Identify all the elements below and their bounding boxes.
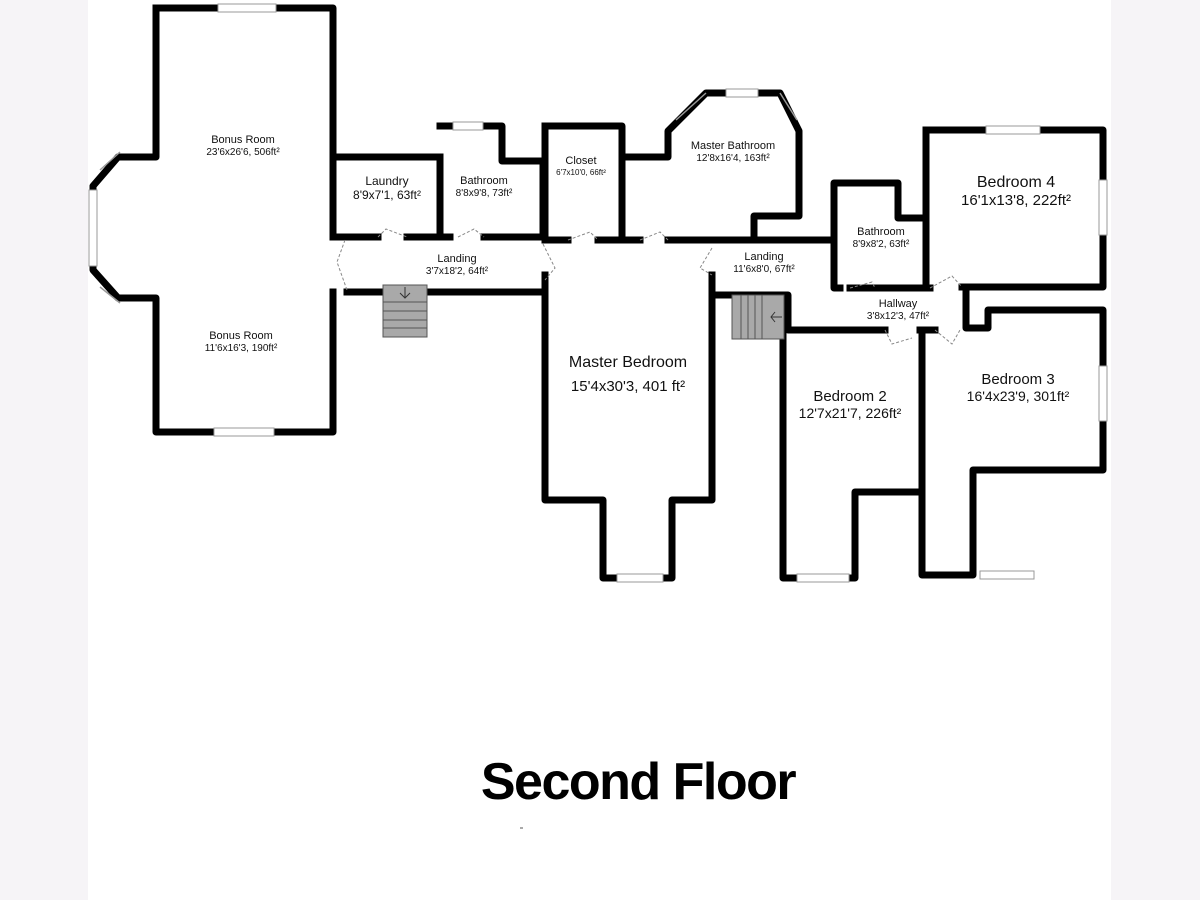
wall-hallway <box>918 283 1107 579</box>
door <box>884 329 913 345</box>
wall-closet <box>541 122 626 244</box>
room-dims: 12'7x21'7, 226ft² <box>798 405 902 422</box>
room-label-master-bedroom: Master Bedroom 15'4x30'3, 401 ft² <box>569 354 687 396</box>
wall-bedroom-2 <box>779 326 926 582</box>
door <box>336 239 348 291</box>
room-label-bathroom-2: Bathroom 8'9x8'2, 63ft² <box>853 226 910 250</box>
wall-master-bathroom <box>618 89 803 244</box>
window <box>616 573 664 583</box>
room-label-master-bathroom: Master Bathroom 12'8x16'4, 163ft² <box>691 140 775 164</box>
door <box>934 329 961 345</box>
room-dims: 8'9x8'2, 63ft² <box>852 238 910 250</box>
window <box>99 151 121 304</box>
room-name: Bathroom <box>857 226 905 238</box>
room-label-hallway: Hallway 3'8x12'3, 47ft² <box>867 298 929 322</box>
room-name: Master Bathroom <box>690 140 776 152</box>
bay-windows <box>99 92 798 304</box>
room-name: Bathroom <box>460 175 508 187</box>
room-name: Bonus Room <box>211 134 275 146</box>
room-name: Bonus Room <box>209 330 273 342</box>
floor-title: Second Floor <box>480 753 797 811</box>
room-name: Hallway <box>878 298 918 310</box>
scan-mark <box>520 827 523 829</box>
door <box>639 231 669 241</box>
floor-plan-sheet <box>88 0 1111 900</box>
room-name: Landing <box>437 253 477 265</box>
stairs-west <box>382 284 428 338</box>
door <box>542 243 556 281</box>
window <box>979 570 1035 580</box>
arrow-down-icon <box>399 287 411 299</box>
door <box>377 228 408 238</box>
room-name: Laundry <box>365 174 409 188</box>
window <box>217 3 277 13</box>
room-label-bedroom-3: Bedroom 3 16'4x23'9, 301ft² <box>967 371 1070 404</box>
room-dims: 3'8x12'3, 47ft² <box>866 310 930 322</box>
room-label-bedroom-2: Bedroom 2 12'7x21'7, 226ft² <box>799 388 902 421</box>
windows <box>88 3 1108 583</box>
doors <box>336 228 963 345</box>
room-name: Closet <box>565 155 597 167</box>
room-name: Landing <box>744 251 784 263</box>
room-label-landing-1: Landing 3'7x18'2, 64ft² <box>426 253 488 277</box>
wall-landing-1 <box>329 233 549 296</box>
door <box>699 247 713 276</box>
window <box>796 573 850 583</box>
room-name: Bedroom 4 <box>976 174 1056 191</box>
room-label-bathroom-1: Bathroom 8'8x9'8, 73ft² <box>456 175 513 199</box>
room-label-landing-2: Landing 11'6x8'0, 67ft² <box>733 251 794 275</box>
room-dims: 3'7x18'2, 64ft² <box>425 265 489 277</box>
door <box>929 275 963 289</box>
wall-master-bedroom <box>541 271 716 582</box>
room-name: Bedroom 2 <box>813 388 887 405</box>
room-name: Bedroom 3 <box>981 371 1055 388</box>
walls <box>89 4 1107 582</box>
room-label-laundry: Laundry 8'9x7'1, 63ft² <box>353 174 421 203</box>
door <box>457 228 485 238</box>
room-dims: 23'6x26'6, 506ft² <box>206 146 280 158</box>
window <box>213 427 275 437</box>
room-dims: 11'6x8'0, 67ft² <box>733 263 795 275</box>
room-label-bonus-room-lower: Bonus Room 11'6x16'3, 190ft² <box>205 330 278 354</box>
stairs-east <box>731 294 785 340</box>
door <box>567 231 599 241</box>
window <box>1098 179 1108 236</box>
room-dims: 16'1x13'8, 222ft² <box>961 192 1071 210</box>
wall-bonus-room <box>89 4 337 436</box>
room-label-bonus-room-upper: Bonus Room 23'6x26'6, 506ft² <box>206 134 279 158</box>
wall-laundry <box>329 153 444 241</box>
window <box>725 88 759 98</box>
room-label-closet: Closet 6'7x10'0, 66ft² <box>556 155 606 177</box>
window <box>88 189 98 267</box>
room-label-bedroom-4: Bedroom 4 16'1x13'8, 222ft² <box>961 174 1071 210</box>
room-dims: 8'9x7'1, 63ft² <box>353 187 421 202</box>
arrow-left-icon <box>770 311 782 323</box>
window <box>1098 365 1108 422</box>
room-dims: 16'4x23'9, 301ft² <box>966 388 1070 405</box>
window <box>675 92 798 121</box>
window <box>985 125 1041 135</box>
door <box>849 281 876 289</box>
room-name: Master Bedroom <box>568 354 688 371</box>
room-dims: 12'8x16'4, 163ft² <box>696 152 770 164</box>
room-dims: 11'6x16'3, 190ft² <box>204 342 278 354</box>
window <box>452 121 484 131</box>
room-dims: 15'4x30'3, 401 ft² <box>570 378 686 396</box>
room-dims: 8'8x9'8, 73ft² <box>455 187 513 199</box>
room-dims: 6'7x10'0, 66ft² <box>556 167 606 177</box>
